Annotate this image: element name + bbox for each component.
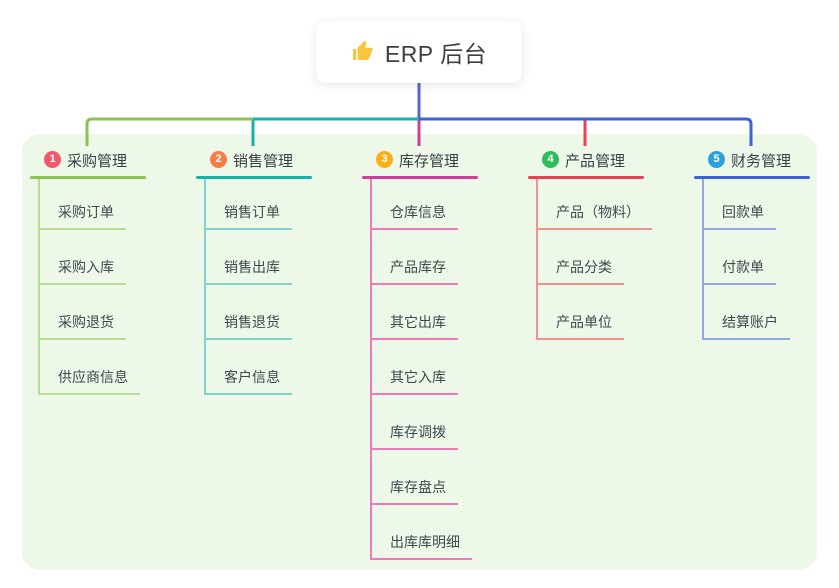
branch-underline <box>30 176 146 179</box>
branch-node-4[interactable]: 产品管理 <box>565 153 626 170</box>
child-node[interactable]: 产品（物料） <box>536 202 652 230</box>
child-node[interactable]: 采购入库 <box>38 257 126 285</box>
branch-underline <box>196 176 312 179</box>
child-node[interactable]: 采购退货 <box>38 312 126 340</box>
branch-3-priority-badge: 3 <box>376 151 393 168</box>
child-node[interactable]: 销售订单 <box>204 202 292 230</box>
branch-underline <box>362 176 478 179</box>
child-trunk-line <box>38 179 40 395</box>
branch-underline <box>528 176 644 179</box>
branch-node-1[interactable]: 采购管理 <box>67 153 128 170</box>
child-node[interactable]: 出库库明细 <box>370 532 472 560</box>
branch-node-2[interactable]: 销售管理 <box>233 153 294 170</box>
branch-5-priority-badge: 5 <box>708 151 725 168</box>
child-node[interactable]: 产品单位 <box>536 312 624 340</box>
child-node[interactable]: 客户信息 <box>204 367 292 395</box>
child-node[interactable]: 销售退货 <box>204 312 292 340</box>
child-node[interactable]: 销售出库 <box>204 257 292 285</box>
branch-underline <box>694 176 810 179</box>
branch-4-priority-badge: 4 <box>542 151 559 168</box>
child-node[interactable]: 仓库信息 <box>370 202 458 230</box>
branch-1-priority-badge: 1 <box>44 151 61 168</box>
root-node-label: ERP 后台 <box>384 41 488 67</box>
root-node[interactable]: ERP 后台 <box>316 21 522 83</box>
child-trunk-line <box>204 179 206 395</box>
child-node[interactable]: 库存盘点 <box>370 477 458 505</box>
child-trunk-line <box>370 179 372 560</box>
branch-node-5[interactable]: 财务管理 <box>731 153 792 170</box>
child-node[interactable]: 其它入库 <box>370 367 458 395</box>
thumbs-up-icon <box>351 40 375 64</box>
canvas-panel <box>22 134 817 570</box>
branch-node-3[interactable]: 库存管理 <box>399 153 460 170</box>
child-node[interactable]: 供应商信息 <box>38 367 140 395</box>
child-node[interactable]: 付款单 <box>702 257 776 285</box>
child-node[interactable]: 其它出库 <box>370 312 458 340</box>
child-node[interactable]: 采购订单 <box>38 202 126 230</box>
child-node[interactable]: 库存调拨 <box>370 422 458 450</box>
child-node[interactable]: 产品库存 <box>370 257 458 285</box>
child-trunk-line <box>536 179 538 340</box>
child-node[interactable]: 回款单 <box>702 202 776 230</box>
child-node[interactable]: 产品分类 <box>536 257 624 285</box>
child-node[interactable]: 结算账户 <box>702 312 790 340</box>
branch-2-priority-badge: 2 <box>210 151 227 168</box>
child-trunk-line <box>702 179 704 340</box>
